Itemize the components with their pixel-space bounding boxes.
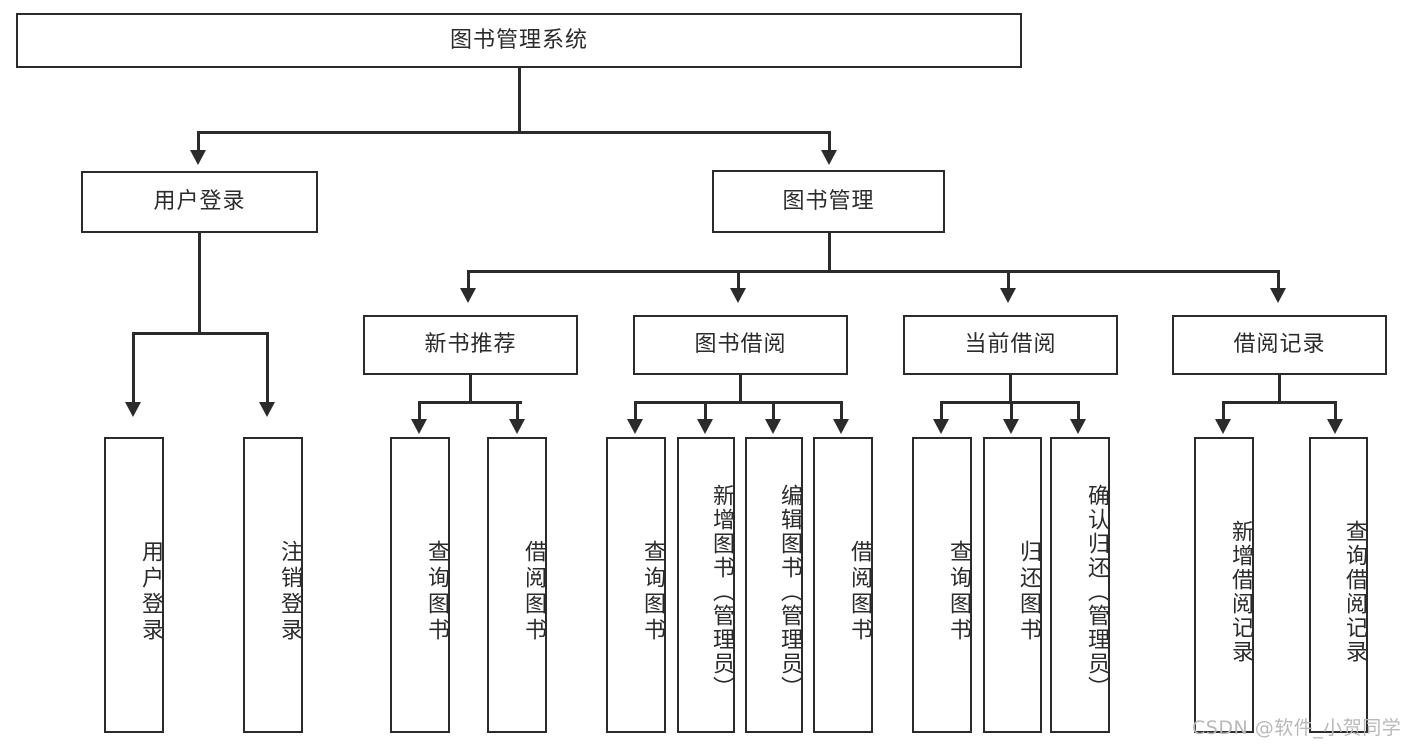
arrowhead-to-user-login [190, 150, 206, 165]
node-user-login[interactable]: 用户登录 [81, 171, 318, 233]
connector-to-book-mgmt [828, 131, 831, 153]
connector-br-leaf-2 [1334, 401, 1337, 421]
arrowhead-to-current-borrow [1000, 288, 1016, 303]
arrowhead-leaf-add-record [1215, 419, 1231, 434]
arrowhead-leaf-query-record [1327, 419, 1343, 434]
connector-book-mgmt-stem [828, 233, 831, 272]
arrowhead-to-book-mgmt [821, 150, 837, 165]
leaf-query-book-recommend[interactable]: 查询图书 [390, 437, 450, 733]
connector-cb-leaf-3 [1077, 401, 1080, 421]
node-borrow-record[interactable]: 借阅记录 [1172, 315, 1387, 375]
connector-new-book-rec-bus [418, 401, 522, 404]
arrowhead-leaf-borrow-book-1 [509, 419, 525, 434]
leaf-query-book-current[interactable]: 查询图书 [912, 437, 972, 733]
connector-cb-leaf-2 [1010, 401, 1013, 421]
connector-user-login-stem [198, 233, 201, 334]
arrowhead-to-borrow-record [1270, 288, 1286, 303]
arrowhead-leaf-user-login [125, 402, 141, 417]
leaf-logout[interactable]: 注销登录 [243, 437, 303, 733]
node-new-book-recommend[interactable]: 新书推荐 [363, 315, 578, 375]
leaf-edit-book-admin[interactable]: 编辑图书（管理员） [745, 437, 803, 733]
leaf-add-borrow-record[interactable]: 新增借阅记录 [1194, 437, 1254, 733]
connector-bb-leaf-2 [704, 401, 707, 421]
connector-new-book-rec-stem [469, 375, 472, 403]
leaf-add-book-admin[interactable]: 新增图书（管理员） [677, 437, 735, 733]
connector-to-new-book-rec [467, 270, 470, 290]
connector-user-login-leaf-1 [132, 332, 135, 405]
arrowhead-to-new-book-rec [460, 288, 476, 303]
arrowhead-leaf-add-book [697, 419, 713, 434]
csdn-watermark: CSDN @软件_小贺同学 [1192, 717, 1402, 739]
connector-bb-leaf-1 [634, 401, 637, 421]
connector-to-current-borrow [1007, 270, 1010, 290]
connector-to-book-borrow [737, 270, 740, 290]
connector-cb-leaf-1 [940, 401, 943, 421]
arrowhead-leaf-edit-book [765, 419, 781, 434]
arrowhead-leaf-query-book-3 [933, 419, 949, 434]
connector-user-login-bus [132, 332, 269, 335]
connector-nbr-leaf-2 [516, 401, 519, 421]
arrowhead-to-book-borrow [730, 288, 746, 303]
connector-book-borrow-bus [634, 401, 843, 404]
connector-root-stem [518, 68, 521, 133]
connector-bb-leaf-3 [772, 401, 775, 421]
node-book-management[interactable]: 图书管理 [712, 170, 945, 233]
arrowhead-leaf-borrow-book-2 [833, 419, 849, 434]
arrowhead-leaf-query-book-1 [411, 419, 427, 434]
node-book-borrow[interactable]: 图书借阅 [633, 315, 848, 375]
connector-bb-leaf-4 [840, 401, 843, 421]
connector-level2-bus [197, 131, 831, 134]
connector-br-leaf-1 [1222, 401, 1225, 421]
connector-to-user-login [197, 131, 200, 153]
connector-borrow-record-bus [1222, 401, 1337, 404]
leaf-query-book-borrow[interactable]: 查询图书 [606, 437, 666, 733]
arrowhead-leaf-logout [259, 402, 275, 417]
leaf-borrow-book-recommend[interactable]: 借阅图书 [487, 437, 547, 733]
connector-nbr-leaf-1 [418, 401, 421, 421]
connector-user-login-leaf-2 [266, 332, 269, 405]
arrowhead-leaf-return-book [1003, 419, 1019, 434]
leaf-return-book[interactable]: 归还图书 [983, 437, 1042, 733]
arrowhead-leaf-confirm-return [1070, 419, 1086, 434]
leaf-confirm-return-admin[interactable]: 确认归还（管理员） [1050, 437, 1110, 733]
connector-level3-bus [467, 270, 1279, 273]
arrowhead-leaf-query-book-2 [627, 419, 643, 434]
leaf-borrow-book[interactable]: 借阅图书 [813, 437, 873, 733]
node-current-borrow[interactable]: 当前借阅 [903, 315, 1118, 375]
connector-current-borrow-stem [1009, 375, 1012, 403]
leaf-query-borrow-record[interactable]: 查询借阅记录 [1309, 437, 1368, 733]
connector-borrow-record-stem [1278, 375, 1281, 403]
leaf-user-login[interactable]: 用户登录 [104, 437, 164, 733]
node-root-system[interactable]: 图书管理系统 [16, 13, 1022, 68]
connector-to-borrow-record [1277, 270, 1280, 290]
connector-book-borrow-stem [739, 375, 742, 403]
